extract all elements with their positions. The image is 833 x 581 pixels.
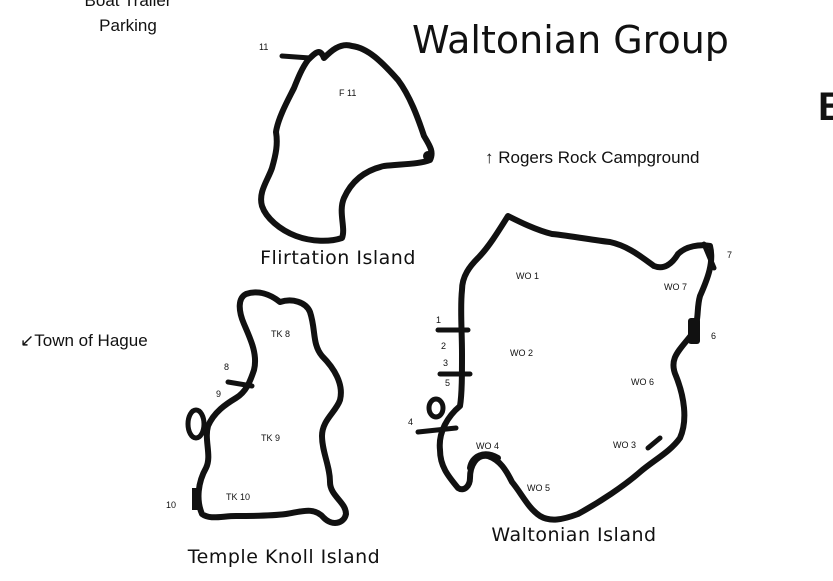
waltonian-west-lagoon [467, 451, 501, 471]
flirtation-point-rock [423, 151, 433, 161]
dock-number-1: 1 [436, 315, 441, 325]
dock-number-4: 4 [408, 417, 413, 427]
site-label-f11[interactable]: F 11 [339, 88, 356, 98]
waltonian-island-shape [436, 213, 715, 523]
site-label-tk8[interactable]: TK 8 [271, 329, 290, 339]
dock-number-11: 11 [259, 42, 268, 52]
waltonian-south-jetty [645, 435, 663, 451]
flirtation-island-name: Flirtation Island [260, 247, 416, 269]
waltonian-north-point[interactable] [701, 241, 717, 271]
dock-number-3: 3 [443, 358, 448, 368]
site-label-wo2[interactable]: WO 2 [510, 348, 533, 358]
site-label-wo1[interactable]: WO 1 [516, 271, 539, 281]
dock-4[interactable] [415, 425, 459, 435]
site-label-wo7[interactable]: WO 7 [664, 282, 687, 292]
dock-number-10: 10 [166, 500, 176, 510]
dock-number-6: 6 [711, 331, 716, 341]
dock-6[interactable] [688, 318, 700, 344]
dock-number-8: 8 [224, 362, 229, 372]
site-label-tk10[interactable]: TK 10 [226, 492, 250, 502]
map-title: Waltonian Group [412, 18, 729, 62]
dock-number-9: 9 [216, 389, 221, 399]
site-label-wo5[interactable]: WO 5 [527, 483, 550, 493]
site-label-tk9[interactable]: TK 9 [261, 433, 280, 443]
boat-trailer-label-line1: Boat Trailer [85, 0, 172, 10]
town-of-hague-direction[interactable]: ↙Town of Hague [20, 331, 148, 350]
dock-8-9[interactable] [225, 379, 255, 389]
map-title-partial: B [818, 85, 833, 129]
dock-number-7: 7 [727, 250, 732, 260]
site-label-wo4[interactable]: WO 4 [476, 441, 499, 451]
rogers-rock-direction[interactable]: ↑ Rogers Rock Campground [485, 148, 699, 167]
waltonian-island-name: Waltonian Island [491, 524, 656, 546]
site-label-wo6[interactable]: WO 6 [631, 377, 654, 387]
dock-11[interactable] [279, 53, 313, 61]
site-label-wo3[interactable]: WO 3 [613, 440, 636, 450]
dock-10[interactable] [192, 488, 200, 510]
dock-number-2: 2 [441, 341, 446, 351]
temple-knoll-islet [185, 407, 207, 441]
flirtation-island-shape [258, 42, 435, 244]
dock-number-5: 5 [445, 378, 450, 388]
temple-knoll-island-shape [195, 289, 349, 526]
temple-knoll-island-name: Temple Knoll Island [187, 546, 380, 568]
waltonian-west-islet [426, 396, 446, 420]
boat-trailer-label-line2: Parking [99, 16, 157, 35]
